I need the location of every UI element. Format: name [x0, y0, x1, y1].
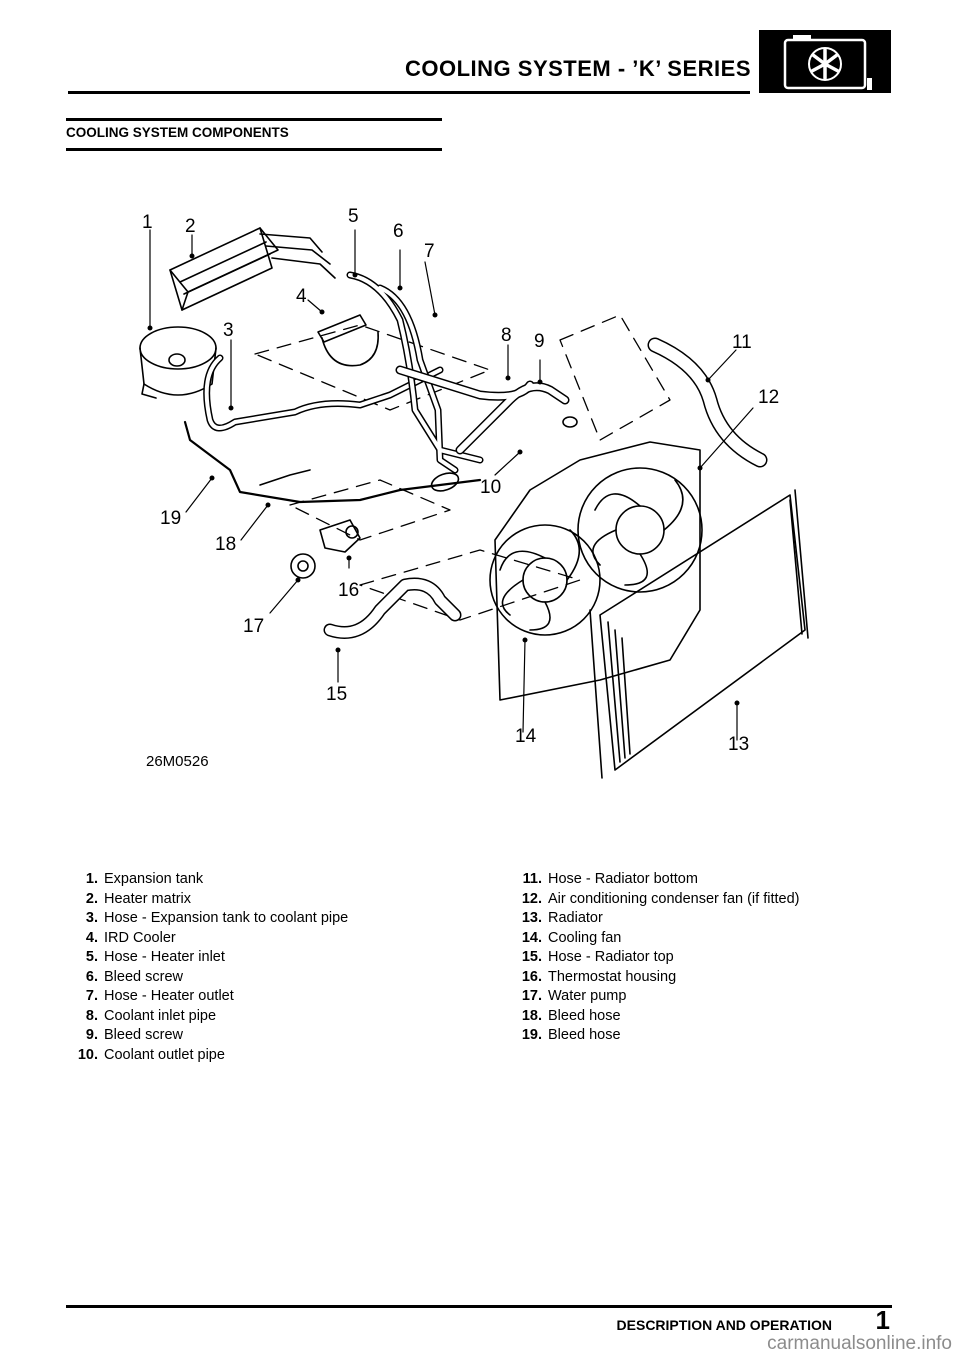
legend-text: Hose - Heater outlet	[104, 988, 234, 1004]
legend-number: 2.	[85, 890, 98, 907]
legend-number: 18.	[521, 1007, 542, 1024]
radiator-fan-icon	[759, 30, 891, 93]
callout-9: 9	[534, 331, 545, 352]
cooling-fan	[489, 441, 703, 701]
footer-rule	[66, 1305, 892, 1308]
section-title: COOLING SYSTEM COMPONENTS	[66, 125, 289, 140]
callout-3: 3	[223, 320, 234, 341]
legend-item: 13. Radiator	[510, 909, 799, 929]
legend-item: 5. Hose - Heater inlet	[66, 948, 348, 968]
legend-item: 18. Bleed hose	[510, 1007, 799, 1027]
callout-13: 13	[728, 734, 749, 755]
legend-item: 2. Heater matrix	[66, 890, 348, 910]
legend-text: Coolant inlet pipe	[104, 1007, 217, 1024]
legend-item: 1. Expansion tank	[66, 870, 348, 890]
legend-text: Water pump	[548, 988, 627, 1004]
legend-number: 15.	[521, 949, 542, 965]
legend-text: Radiator	[548, 910, 603, 926]
legend-text: Hose - Heater inlet	[104, 949, 225, 965]
water-pump	[290, 553, 316, 579]
callout-7: 7	[424, 241, 435, 262]
legend-number: 8.	[85, 1007, 98, 1024]
legend-text: Bleed hose	[548, 1007, 621, 1024]
callout-5: 5	[348, 206, 359, 227]
legend-text: Bleed screw	[104, 968, 183, 985]
legend-number: 16.	[521, 968, 542, 985]
legend-text: Thermostat housing	[548, 968, 677, 985]
legend-item: 10. Coolant outlet pipe	[66, 1046, 348, 1066]
legend-number: 10.	[77, 1046, 98, 1063]
legend-number: 12.	[521, 890, 542, 907]
callout-12: 12	[758, 387, 779, 408]
cooling-system-diagram: 1 2 3 4 5 6 7 8 9 10 11 12 13 14 15 16 1…	[60, 160, 900, 800]
callout-4: 4	[296, 286, 307, 307]
ird-cooler	[317, 314, 379, 367]
callout-16: 16	[338, 580, 359, 601]
legend-item: 17. Water pump	[510, 987, 799, 1007]
legend-right-column: 11. Hose - Radiator bottom 12. Air conditio…	[510, 870, 800, 1046]
legend-number: 1.	[85, 871, 98, 887]
page-number: 1	[875, 1305, 890, 1335]
legend-item: 12. Air conditioning condenser fan (if fi…	[510, 890, 800, 910]
figure-code: 26M0526	[146, 753, 209, 770]
callout-2: 2	[185, 216, 196, 237]
legend-item: 19. Bleed hose	[510, 1026, 799, 1046]
expansion-tank	[139, 326, 217, 399]
legend-number: 5.	[85, 949, 98, 965]
header-rule	[68, 91, 750, 94]
footer-label: DESCRIPTION AND OPERATION	[616, 1317, 832, 1333]
legend-text: Bleed hose	[548, 1027, 621, 1043]
legend-item: 14. Cooling fan	[510, 929, 799, 949]
legend-item: 9. Bleed screw	[66, 1026, 348, 1046]
legend-number: 13.	[521, 910, 542, 926]
section-rule-bottom	[66, 148, 442, 151]
legend-item: 16. Thermostat housing	[510, 968, 799, 988]
legend-number: 14.	[521, 929, 542, 946]
callout-14: 14	[515, 726, 537, 747]
legend-text: Hose - Radiator top	[548, 949, 674, 965]
legend-text: Coolant outlet pipe	[104, 1046, 225, 1063]
thermostat-housing	[319, 519, 361, 553]
legend-item: 11. Hose - Radiator bottom	[510, 870, 799, 890]
radiator	[589, 489, 809, 779]
legend-text: Cooling fan	[548, 929, 622, 946]
legend-text: Hose - Radiator bottom	[548, 871, 698, 887]
legend-text: Air conditioning condenser fan (if fitte…	[548, 890, 800, 907]
callout-19: 19	[160, 508, 181, 529]
legend-item: 7. Hose - Heater outlet	[66, 987, 348, 1007]
callout-6: 6	[393, 221, 404, 242]
legend-number: 3.	[85, 910, 98, 926]
legend-item: 3. Hose - Expansion tank to coolant pipe	[66, 909, 348, 929]
legend-number: 4.	[85, 929, 98, 946]
legend-item: 8. Coolant inlet pipe	[66, 1007, 348, 1027]
callout-8: 8	[501, 325, 512, 346]
callout-18: 18	[215, 534, 236, 555]
legend-number: 19.	[521, 1027, 542, 1043]
legend-text: Bleed screw	[104, 1027, 183, 1043]
legend-number: 6.	[85, 968, 98, 985]
callout-1: 1	[142, 212, 153, 233]
legend-item: 15. Hose - Radiator top	[510, 948, 799, 968]
watermark: carmanualsonline.info	[767, 1333, 952, 1354]
heater-matrix	[169, 227, 336, 311]
legend-text: Heater matrix	[104, 890, 192, 907]
legend-text: Expansion tank	[104, 871, 204, 887]
legend-number: 17.	[521, 988, 542, 1004]
legend-number: 7.	[85, 988, 98, 1004]
legend-item: 4. IRD Cooler	[66, 929, 348, 949]
page-header-title: COOLING SYSTEM - ’K’ SERIES	[405, 56, 751, 81]
legend-number: 11.	[522, 871, 542, 887]
legend-number: 9.	[85, 1027, 98, 1043]
callout-15: 15	[326, 684, 347, 705]
section-rule-top	[66, 118, 442, 121]
callout-10: 10	[480, 477, 501, 498]
legend-item: 6. Bleed screw	[66, 968, 348, 988]
legend-left-column: 1. Expansion tank 2. Heater matrix 3. Hose - …	[66, 870, 348, 1065]
legend-text: Hose - Expansion tank to coolant pipe	[104, 910, 349, 926]
callout-11: 11	[732, 332, 752, 353]
legend-text: IRD Cooler	[104, 929, 176, 946]
callout-17: 17	[243, 616, 264, 637]
